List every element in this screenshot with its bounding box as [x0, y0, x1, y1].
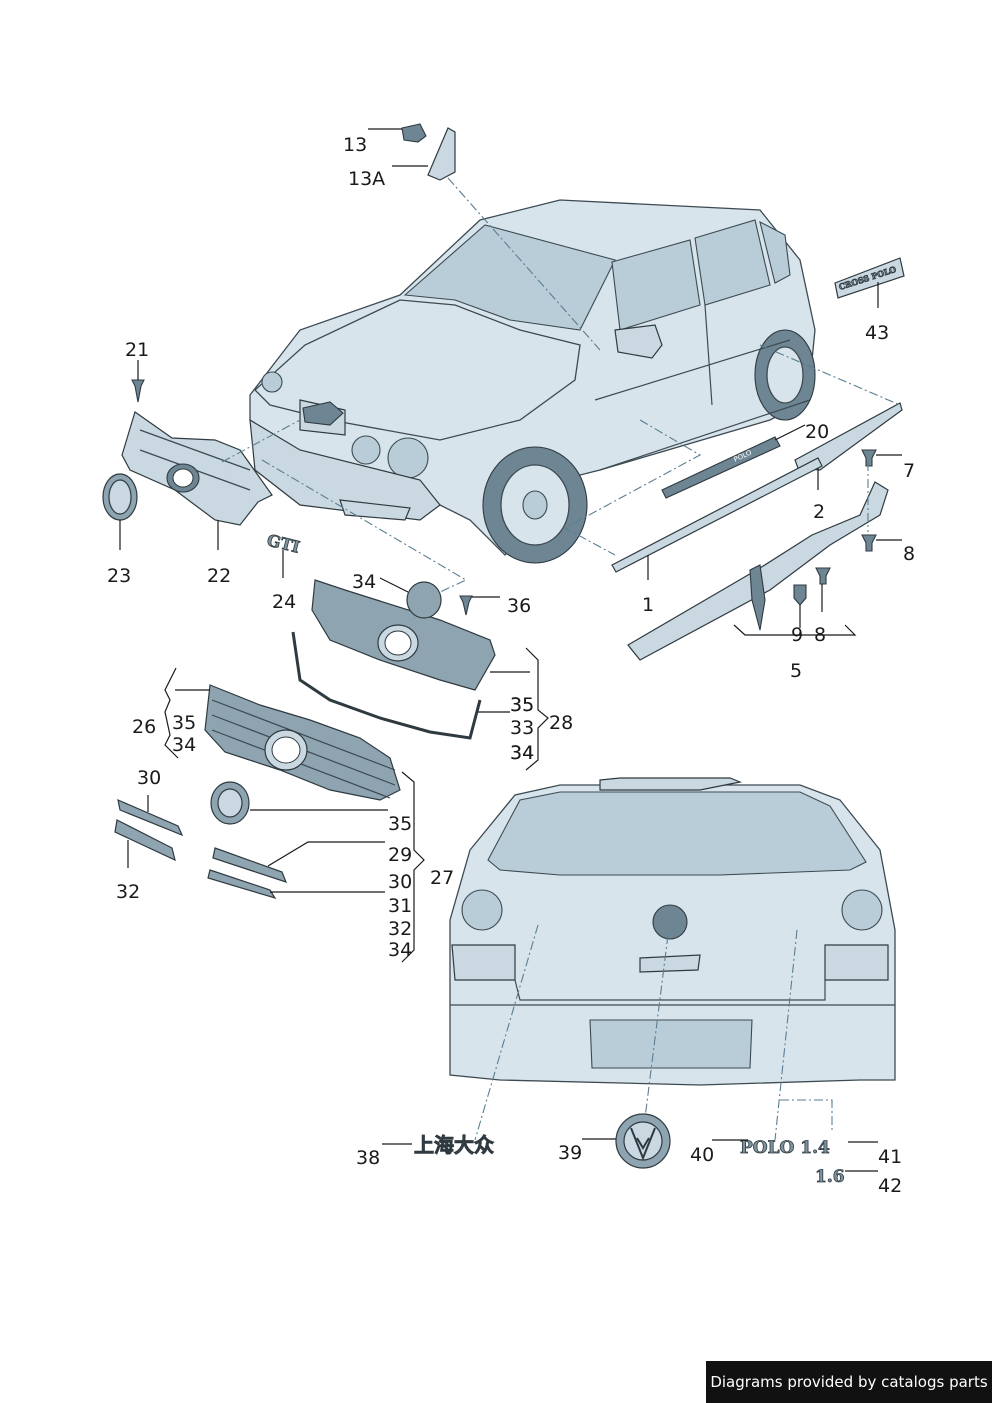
- part-8-clip-upper: [861, 534, 902, 552]
- part-2-side-trim: [794, 402, 903, 490]
- shanghai-vw-badge-text: 上海大众: [414, 1133, 494, 1157]
- callout: 13: [343, 134, 367, 156]
- leader-38-dashed: [474, 924, 539, 1141]
- callout: 35: [510, 694, 534, 716]
- part-32-grille-strip: [114, 819, 176, 868]
- callout: 9: [791, 624, 803, 646]
- part-22-front-grille: [121, 411, 273, 550]
- part-1-side-trim: [611, 457, 823, 580]
- callout: 27: [430, 867, 454, 889]
- callout: 35: [510, 694, 534, 716]
- callout: 24: [272, 591, 296, 613]
- bracket-26: [164, 667, 179, 759]
- callout: 1: [642, 594, 654, 616]
- callout: 22: [207, 565, 231, 587]
- part-30-31-grille-strip: [207, 869, 385, 900]
- leader-40-dashed: [774, 929, 798, 1141]
- part-26-grille: [175, 684, 401, 801]
- callout: 8: [903, 543, 915, 565]
- leader-28-dashed: [261, 459, 468, 593]
- part-30-grille-strip: [117, 795, 184, 837]
- callout: 34: [352, 571, 376, 593]
- callout: 36: [507, 595, 531, 617]
- callout: 34: [172, 734, 196, 756]
- part-36-screw: [459, 595, 500, 616]
- callout-labels: 1 2 5 7 8 8 9 13 13A 20 21 22 23 24 26 2…: [107, 134, 915, 1197]
- part-34-round-mesh: [379, 577, 442, 619]
- callout: 26: [132, 716, 156, 738]
- callout: 34: [510, 742, 534, 764]
- callout: 43: [865, 322, 889, 344]
- part-21-screw: [131, 360, 145, 403]
- part-5-sill-trim: [627, 481, 889, 661]
- part-43-cross-polo-plate: CROSS POLO: [834, 257, 905, 308]
- callout: 8: [814, 624, 826, 646]
- callout: 20: [805, 421, 829, 443]
- part-29-grille-strip: [212, 841, 385, 883]
- callout: 34: [510, 742, 534, 764]
- callout: 35: [388, 813, 412, 835]
- callout: 30: [388, 871, 412, 893]
- callout: 33: [510, 717, 534, 739]
- callout: 41: [878, 1146, 902, 1168]
- callout: 35: [172, 712, 196, 734]
- part-28-gti-grille: [311, 579, 530, 691]
- callout: 30: [137, 767, 161, 789]
- callout: 39: [558, 1142, 582, 1164]
- part-40-41-polo-badge: POLO 1.4: [712, 1138, 878, 1158]
- engine-badge-text: 1.6: [815, 1167, 845, 1187]
- leader-39-dashed: [644, 934, 669, 1119]
- callout: 38: [356, 1147, 380, 1169]
- callout: 31: [388, 895, 412, 917]
- bracket-27: [401, 771, 425, 963]
- part-38-shanghai-vw-badge: 上海大众: [382, 1133, 494, 1157]
- part-9-clip: [793, 584, 807, 628]
- callout: 7: [903, 460, 915, 482]
- attribution-footer: Diagrams provided by catalogs parts: [706, 1361, 992, 1403]
- callout: 40: [690, 1144, 714, 1166]
- callout: 32: [116, 881, 140, 903]
- polo-badge-text: POLO 1.4: [740, 1138, 830, 1158]
- leader-41-42-dashed: [780, 1099, 833, 1130]
- callout: 34: [388, 939, 412, 961]
- part-42-engine-badge: 1.6: [815, 1167, 878, 1187]
- leader-1-dashed: [563, 419, 702, 556]
- callout: 13A: [348, 168, 385, 190]
- front-car-illustration: [249, 199, 816, 564]
- callout: 42: [878, 1175, 902, 1197]
- callout: 28: [549, 712, 573, 734]
- rear-car-illustration: [449, 777, 896, 1086]
- callout: 29: [388, 844, 412, 866]
- part-7-clip: [861, 449, 902, 467]
- callout: 2: [813, 501, 825, 523]
- callout: 23: [107, 565, 131, 587]
- callout: 21: [125, 339, 149, 361]
- leader-2-dashed: [759, 344, 901, 406]
- part-8-clip-lower: [815, 567, 831, 612]
- callout: 32: [388, 918, 412, 940]
- attribution-text: Diagrams provided by catalogs parts: [710, 1373, 988, 1391]
- part-23-vw-emblem: [102, 473, 138, 550]
- part-24-gti-badge: GTI: [265, 530, 302, 578]
- part-35-vw-emblem: [210, 781, 388, 825]
- part-13-clip: [368, 123, 427, 143]
- part-13a-triangle-trim: [392, 127, 456, 181]
- callout: 5: [790, 660, 802, 682]
- leader-22-dashed: [221, 419, 301, 463]
- leader-13a-dashed: [447, 177, 601, 351]
- part-39-vw-emblem: [582, 1113, 671, 1169]
- bracket-28: [525, 647, 549, 771]
- part-35-trim-strip: [291, 631, 510, 740]
